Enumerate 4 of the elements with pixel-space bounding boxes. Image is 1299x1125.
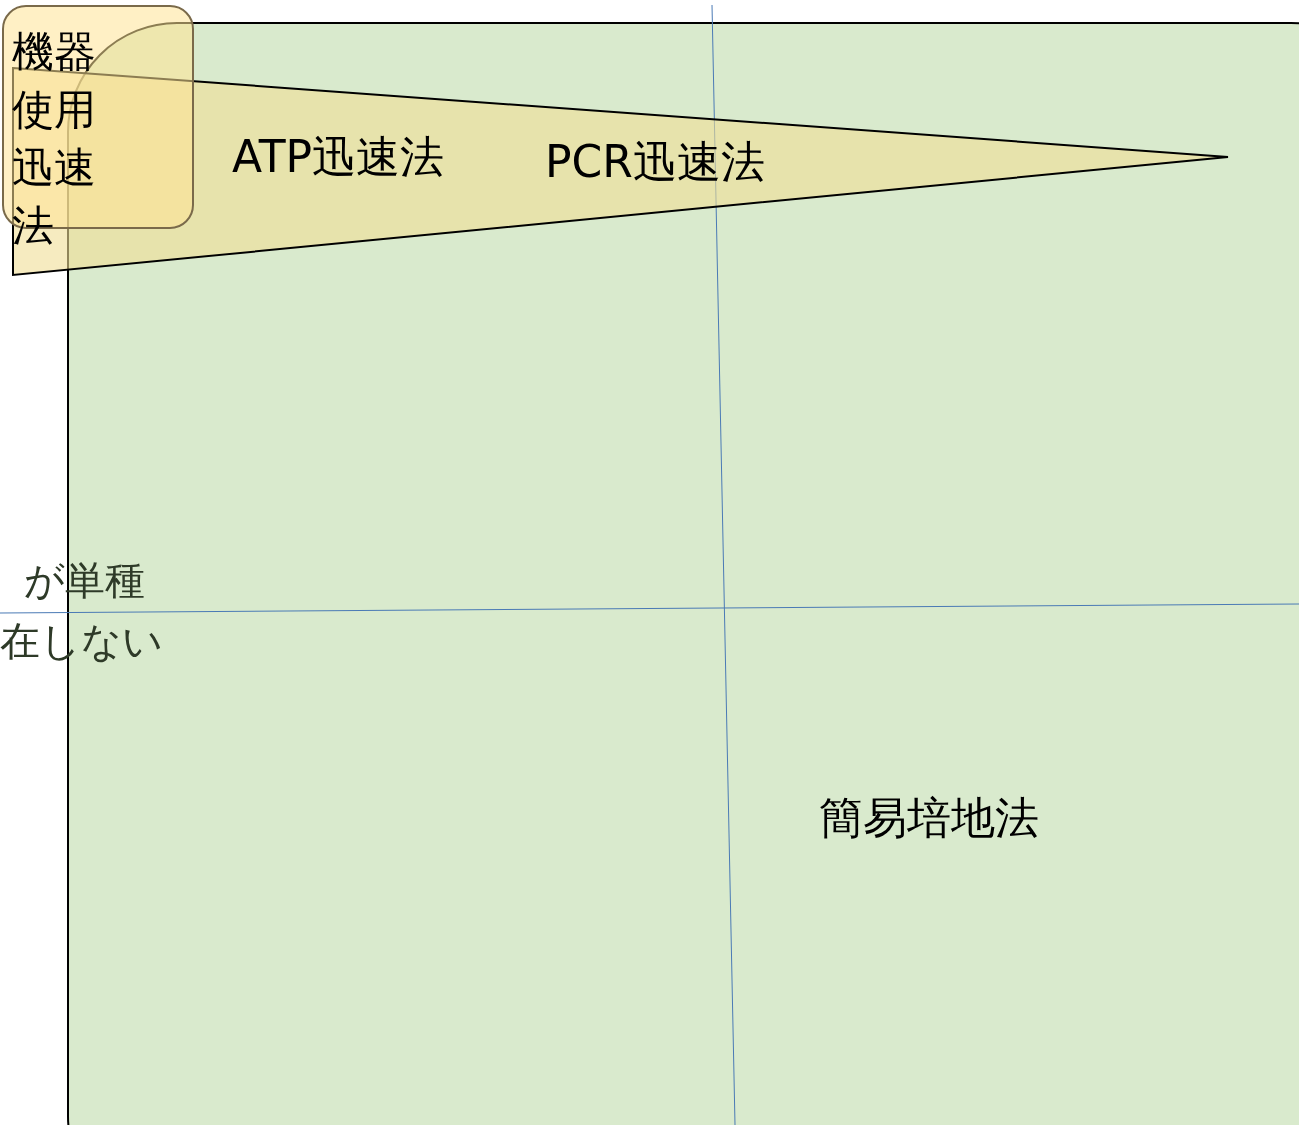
method-label: 簡易培地法 bbox=[819, 791, 1039, 845]
method-label: ATP迅速法 bbox=[232, 130, 445, 184]
method-label: PCR迅速法 bbox=[545, 135, 765, 189]
category-label: 機器使用迅速法 bbox=[12, 26, 97, 252]
